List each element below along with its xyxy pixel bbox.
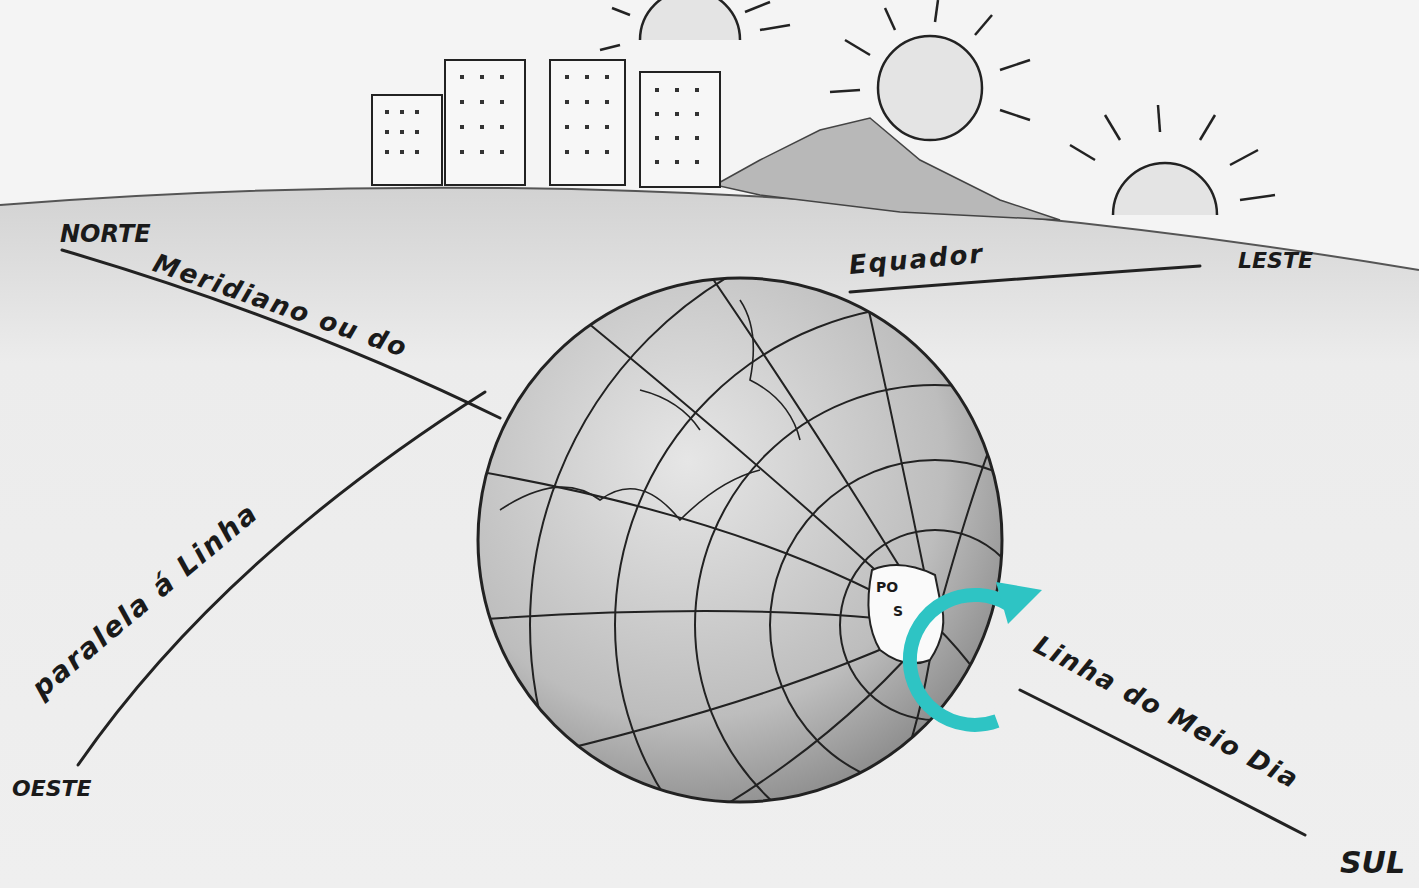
direction-label: NORTE [60, 222, 151, 246]
pole-label: S [893, 604, 903, 618]
direction-label: OESTE [12, 778, 92, 800]
pole-label: PO [876, 580, 898, 594]
direction-label: LESTE [1238, 250, 1313, 272]
direction-label: SUL [1340, 848, 1405, 878]
